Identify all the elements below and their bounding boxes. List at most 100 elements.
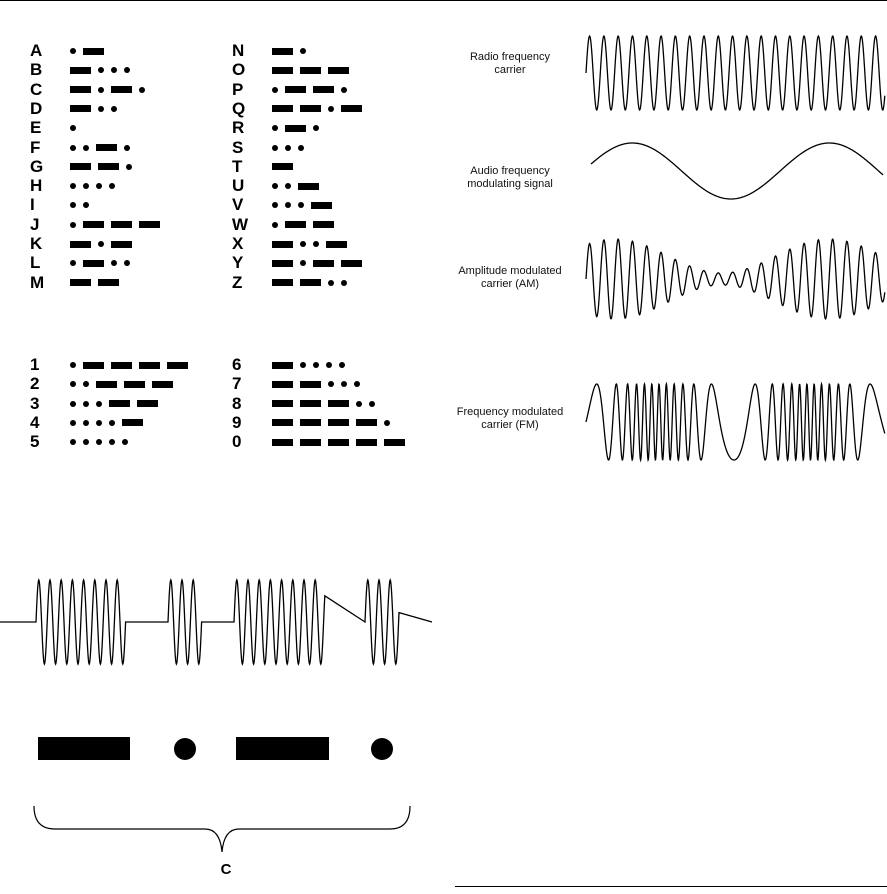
dash-symbol [341, 259, 362, 267]
morse-code-symbols [70, 254, 137, 272]
dot-symbol [328, 279, 334, 286]
dash-symbol [70, 86, 91, 94]
dot-symbol [285, 183, 291, 190]
morse-row-x: X [232, 235, 354, 253]
dash-symbol [122, 419, 143, 427]
dot-symbol [70, 260, 76, 267]
dash-symbol [83, 361, 104, 369]
morse-character: T [232, 156, 243, 176]
dash-symbol [356, 438, 377, 446]
morse-character: Y [232, 253, 244, 273]
dash-symbol [124, 380, 145, 388]
morse-character: K [30, 234, 43, 253]
dash-symbol [70, 279, 91, 287]
dot-symbol [300, 260, 306, 267]
dot-symbol [139, 86, 145, 93]
morse-character: 1 [30, 355, 40, 374]
dash-symbol [83, 259, 104, 267]
dash-symbol [298, 182, 319, 190]
morse-code-symbols [272, 177, 326, 195]
dot-symbol [109, 439, 115, 446]
dot-symbol [174, 738, 196, 760]
dash-symbol [272, 419, 293, 427]
morse-character: 8 [232, 393, 242, 413]
morse-character: N [232, 41, 245, 60]
morse-code-symbols [70, 81, 152, 99]
dot-symbol [371, 738, 393, 760]
dot-symbol [354, 381, 360, 388]
dash-symbol [137, 400, 158, 408]
dash-symbol [111, 86, 132, 94]
morse-character: X [232, 234, 244, 253]
dash-symbol [272, 105, 293, 113]
morse-character: V [232, 195, 244, 215]
dash-symbol [83, 47, 104, 55]
dash-symbol [139, 221, 160, 229]
dash-symbol [300, 66, 321, 74]
dot-symbol [83, 439, 89, 446]
morse-character: J [30, 214, 40, 234]
morse-character: 4 [30, 412, 40, 432]
morse-code-symbols [272, 216, 341, 234]
dot-symbol [272, 202, 278, 209]
morse-character: H [30, 176, 43, 196]
dot-symbol [83, 419, 89, 426]
dash-symbol [300, 419, 321, 427]
morse-row-t: T [232, 156, 300, 176]
bottom-rule [455, 886, 887, 887]
dash-symbol [300, 400, 321, 408]
dash-symbol [300, 279, 321, 287]
dot-symbol [384, 419, 390, 426]
dash-symbol [384, 438, 405, 446]
morse-row-2: 2 [30, 375, 180, 393]
carrier-waveform [585, 34, 886, 112]
morse-code-symbols [70, 196, 96, 214]
dash-symbol [70, 240, 91, 248]
dot-symbol [96, 400, 102, 407]
morse-row-u: U [232, 177, 326, 195]
dash-symbol [167, 361, 188, 369]
dash-symbol [272, 438, 293, 446]
brace [33, 805, 411, 853]
dash-symbol [272, 66, 293, 74]
dash-symbol [109, 400, 130, 408]
dot-symbol [300, 48, 306, 54]
morse-code-symbols [70, 375, 180, 393]
morse-row-s: S [232, 138, 311, 157]
morse-code-symbols [70, 119, 83, 137]
morse-character: 9 [232, 412, 242, 432]
morse-row-5: 5 [30, 433, 135, 451]
morse-row-d: D [30, 99, 124, 118]
morse-character: W [232, 214, 249, 234]
dash-symbol [70, 163, 91, 171]
dot-symbol [328, 381, 334, 388]
morse-character: 3 [30, 393, 40, 413]
dot-symbol [272, 125, 278, 132]
dot-symbol [313, 125, 319, 132]
dot-symbol [98, 86, 104, 93]
morse-row-j: J [30, 214, 167, 234]
dot-symbol [70, 48, 76, 54]
morse-character: 2 [30, 374, 40, 394]
morse-code-symbols [70, 158, 139, 176]
dot-symbol [96, 183, 102, 190]
dot-symbol [70, 381, 76, 388]
dot-symbol [70, 419, 76, 426]
audio-signal-label: Audio frequency modulating signal [467, 165, 553, 190]
morse-row-i: I [30, 196, 96, 214]
dash-symbol [96, 380, 117, 388]
dot-symbol [98, 105, 104, 112]
dash-symbol [328, 419, 349, 427]
dash-symbol [111, 361, 132, 369]
morse-character: B [30, 60, 43, 80]
dot-symbol [70, 144, 76, 151]
dot-symbol [339, 362, 345, 368]
dot-symbol [70, 221, 76, 228]
morse-row-m: M [30, 273, 126, 292]
morse-row-0: 0 [232, 433, 412, 451]
dot-symbol [124, 260, 130, 267]
morse-character: E [30, 118, 42, 138]
morse-row-l: L [30, 254, 137, 272]
dash-symbol [98, 163, 119, 171]
